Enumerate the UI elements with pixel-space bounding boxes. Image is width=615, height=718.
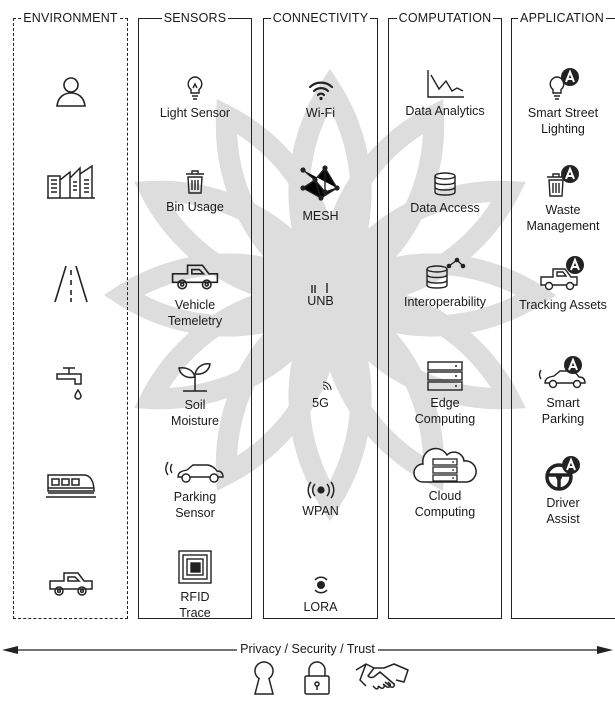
server-rack-icon <box>427 361 463 391</box>
sensor-item: Parking Sensor <box>139 459 251 521</box>
connectivity-item: UNB <box>264 281 377 309</box>
application-label: Driver Assist <box>546 496 580 526</box>
connectivity-label: LORA <box>303 600 338 614</box>
lightbulb-icon <box>187 76 203 100</box>
mesh-network-icon <box>299 165 340 201</box>
unb-signal-icon <box>310 283 328 293</box>
car-app-icon <box>538 356 586 389</box>
computation-label: Data Analytics <box>405 104 485 118</box>
application-title: APPLICATION <box>518 11 606 25</box>
sensor-item: Bin Usage <box>139 169 251 215</box>
sensor-item: Light Sensor <box>139 75 251 121</box>
sensor-item: RFID Trace <box>139 549 251 621</box>
person-icon <box>55 77 86 107</box>
road-icon <box>53 265 88 303</box>
environment-item <box>14 364 127 404</box>
environment-title: ENVIRONMENT <box>21 11 120 25</box>
application-item: Waste Management <box>512 164 614 234</box>
sensor-item: Soil Moisture <box>139 357 251 429</box>
computation-item: Cloud Computing <box>389 446 501 520</box>
computation-label: Data Access <box>410 201 480 215</box>
connectivity-item: MESH <box>264 164 377 224</box>
truck-app-icon <box>540 256 584 291</box>
environment-item <box>14 469 127 501</box>
environment-column: ENVIRONMENT <box>13 11 128 619</box>
connectivity-label: Wi-Fi <box>305 106 336 120</box>
computation-title: COMPUTATION <box>396 11 494 25</box>
application-item: Smart Street Lighting <box>512 67 614 137</box>
application-item: Smart Parking <box>512 355 614 427</box>
lightbulb-app-icon <box>549 68 579 100</box>
sprout-icon <box>178 363 211 392</box>
application-column: APPLICATION Smart Street Lighting Waste … <box>511 11 615 619</box>
environment-item <box>14 264 127 304</box>
connectivity-label: WPAN <box>302 504 339 518</box>
water-tap-icon <box>55 367 82 400</box>
environment-item <box>14 164 127 200</box>
sensor-label: Bin Usage <box>166 200 224 214</box>
sensor-item: Vehicle Temeletry <box>139 261 251 329</box>
application-label: Smart Parking <box>541 396 585 426</box>
computation-label: Interoperability <box>404 295 486 309</box>
computation-item: Edge Computing <box>389 361 501 427</box>
computation-label: Cloud Computing <box>414 489 476 519</box>
computation-item: Interoperability <box>389 256 501 310</box>
connectivity-label: MESH <box>302 209 339 223</box>
connectivity-item: WPAN <box>264 481 377 519</box>
factory-icon <box>46 164 95 199</box>
application-item: Tracking Assets <box>512 255 614 313</box>
padlock-icon <box>304 661 330 695</box>
application-label: Tracking Assets <box>519 298 607 312</box>
sensors-title: SENSORS <box>161 11 229 25</box>
train-icon <box>45 474 96 498</box>
computation-column: COMPUTATION Data Analytics Data Access I… <box>388 11 502 619</box>
privacy-security-trust-label: Privacy / Security / Trust <box>237 642 378 656</box>
connectivity-item: Wi-Fi <box>264 79 377 121</box>
rfid-chip-icon <box>178 550 212 584</box>
connectivity-item: 5G <box>264 381 377 411</box>
application-item: Driver Assist <box>512 455 614 527</box>
sensors-column: SENSORS Light Sensor Bin Usage Vehicle T… <box>138 11 252 621</box>
keyhole-icon <box>254 661 274 695</box>
computation-label: Edge Computing <box>414 396 476 426</box>
cloud-server-icon <box>413 447 477 483</box>
environment-item <box>14 569 127 599</box>
sensor-label: Vehicle Temeletry <box>167 298 223 328</box>
pickup-truck-icon <box>48 572 93 596</box>
pickup-truck-icon <box>171 264 219 290</box>
computation-item: Data Access <box>389 172 501 216</box>
connectivity-label: 5G <box>312 396 329 410</box>
connectivity-title: CONNECTIVITY <box>270 11 371 25</box>
car-signal-icon <box>165 461 224 483</box>
database-icon <box>434 172 456 196</box>
steering-wheel-app-icon <box>545 456 580 491</box>
5g-signal-icon <box>322 381 332 391</box>
application-label: Smart Street Lighting <box>527 106 599 136</box>
sensor-label: Light Sensor <box>159 106 231 120</box>
lora-signal-icon <box>313 576 328 594</box>
trash-bin-app-icon <box>547 165 579 197</box>
connectivity-label: UNB <box>307 294 334 308</box>
trash-bin-icon <box>186 170 204 194</box>
sensor-label: RFID Trace <box>179 590 211 620</box>
connectivity-item: LORA <box>264 575 377 615</box>
database-share-icon <box>426 257 466 289</box>
computation-item: Data Analytics <box>389 69 501 119</box>
connectivity-column: CONNECTIVITY Wi-Fi MESH UNB 5G WPAN LORA <box>263 11 378 619</box>
line-chart-icon <box>427 70 464 98</box>
application-label: Waste Management <box>526 203 600 233</box>
wifi-icon <box>308 81 333 101</box>
environment-item <box>14 74 127 110</box>
sensor-label: Parking Sensor <box>173 490 217 520</box>
handshake-icon <box>355 663 409 690</box>
sensor-label: Soil Moisture <box>171 398 219 428</box>
wpan-signal-icon <box>307 481 334 499</box>
